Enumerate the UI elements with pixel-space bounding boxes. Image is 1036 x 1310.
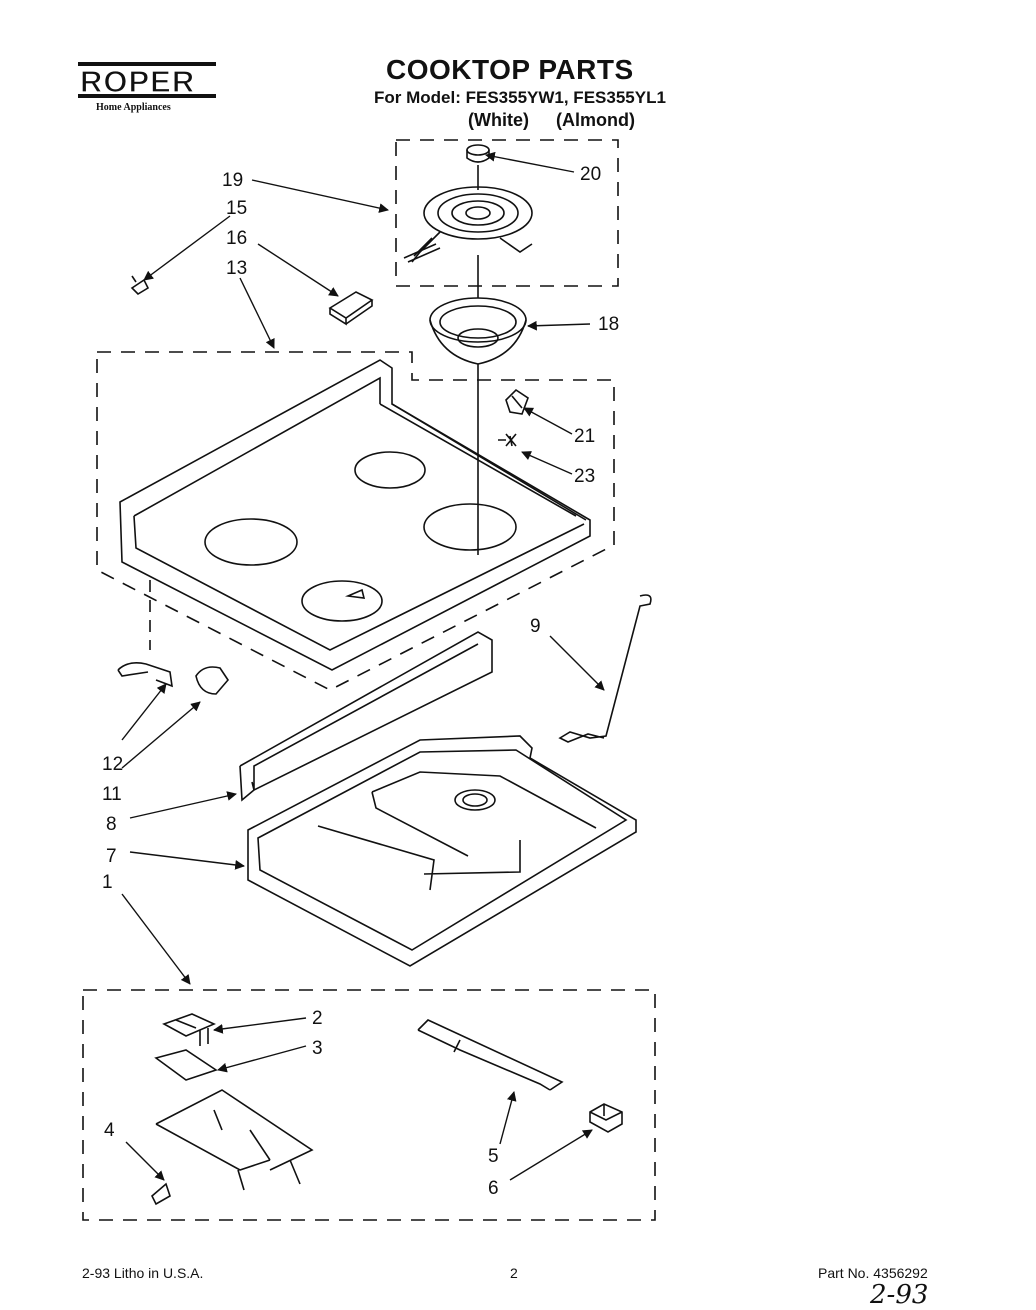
callout-9: 9 xyxy=(530,616,541,637)
cooktop-panel xyxy=(119,359,591,671)
roper-logo: ROPER Home Appliances xyxy=(78,58,218,120)
callout-numbers: 19 15 16 13 20 18 21 23 9 12 11 8 7 1 2 … xyxy=(102,164,619,1199)
switch-mount xyxy=(155,1089,314,1191)
callout-18: 18 xyxy=(598,314,619,335)
callout-7: 7 xyxy=(106,846,117,867)
sleeve xyxy=(195,666,230,695)
callout-23: 23 xyxy=(574,466,595,487)
logo-subtitle: Home Appliances xyxy=(96,102,171,113)
svg-text:ROPER: ROPER xyxy=(80,64,195,98)
part-number: Part No. 4356292 xyxy=(818,1265,928,1281)
callout-15: 15 xyxy=(226,198,247,219)
callout-11: 11 xyxy=(102,784,122,805)
screw xyxy=(498,433,517,447)
terminal-block xyxy=(162,1013,216,1046)
element-cap xyxy=(466,144,490,163)
hose xyxy=(117,662,173,688)
surface-element xyxy=(403,165,533,263)
callout-12: 12 xyxy=(102,754,123,775)
rear-trim xyxy=(239,631,493,802)
support-rod xyxy=(558,594,652,743)
cooktop-group-box xyxy=(96,351,615,691)
connector-block xyxy=(589,1103,623,1133)
small-clip xyxy=(151,1182,171,1206)
callout-6: 6 xyxy=(488,1178,499,1199)
color-almond-label: (Almond) xyxy=(556,110,635,130)
kit-group-box xyxy=(82,989,656,1221)
callout-2: 2 xyxy=(312,1008,323,1029)
color-white-label: (White) xyxy=(468,110,529,130)
receptacle xyxy=(328,291,374,326)
element-group-box xyxy=(395,139,619,287)
clip xyxy=(130,275,150,296)
handwritten-date: 2-93 xyxy=(870,1280,929,1310)
callout-8: 8 xyxy=(106,814,117,835)
model-line: For Model: FES355YW1, FES355YL1 xyxy=(374,88,666,107)
callout-16: 16 xyxy=(226,228,247,249)
page-title: COOKTOP PARTS xyxy=(386,54,634,85)
callout-5: 5 xyxy=(488,1146,499,1167)
roper-wordmark: ROPER xyxy=(78,62,216,98)
callout-20: 20 xyxy=(580,164,601,185)
insulator xyxy=(154,1049,218,1081)
page-number: 2 xyxy=(510,1265,518,1281)
support-bracket xyxy=(417,1019,564,1091)
callout-1: 1 xyxy=(102,872,113,893)
burner-box xyxy=(247,735,637,967)
callout-13: 13 xyxy=(226,258,247,279)
callout-21: 21 xyxy=(574,426,595,447)
drip-bowl xyxy=(429,255,527,555)
callout-19: 19 xyxy=(222,170,243,191)
bracket xyxy=(505,388,529,415)
callout-3: 3 xyxy=(312,1038,323,1059)
litho-note: 2-93 Litho in U.S.A. xyxy=(82,1265,204,1281)
callout-4: 4 xyxy=(104,1120,115,1141)
